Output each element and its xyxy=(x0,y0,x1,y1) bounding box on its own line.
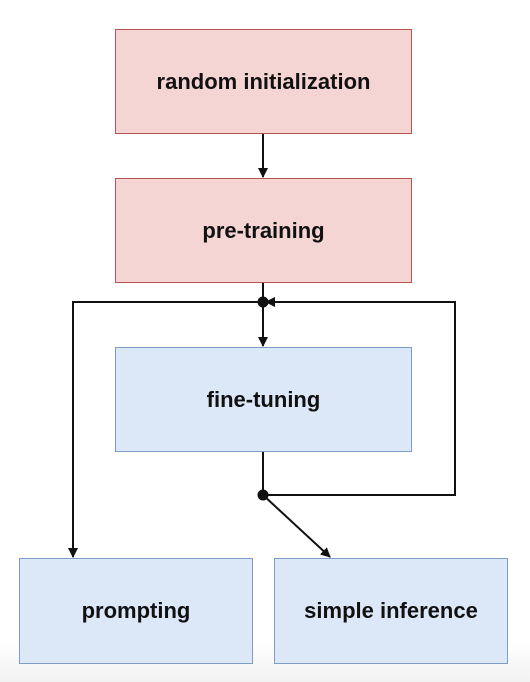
junction-dot-upper xyxy=(257,296,269,308)
node-label: simple inference xyxy=(304,598,478,623)
node-pre-training[interactable]: pre-training xyxy=(115,178,412,283)
node-label: fine-tuning xyxy=(206,386,321,412)
node-simple-inference[interactable]: simple inference xyxy=(274,558,508,664)
edge-junction-to-prompting xyxy=(68,301,263,558)
edge-junction-to-simple-inference xyxy=(262,494,331,558)
node-label: pre-training xyxy=(202,217,325,243)
node-label: random initialization xyxy=(156,68,371,94)
node-prompting[interactable]: prompting xyxy=(19,558,253,664)
junction-dot-lower xyxy=(257,489,269,501)
edge-loop-back xyxy=(263,297,456,496)
node-fine-tuning[interactable]: fine-tuning xyxy=(115,347,412,452)
node-random-initialization[interactable]: random initialization xyxy=(115,29,412,134)
node-label: prompting xyxy=(81,598,191,623)
